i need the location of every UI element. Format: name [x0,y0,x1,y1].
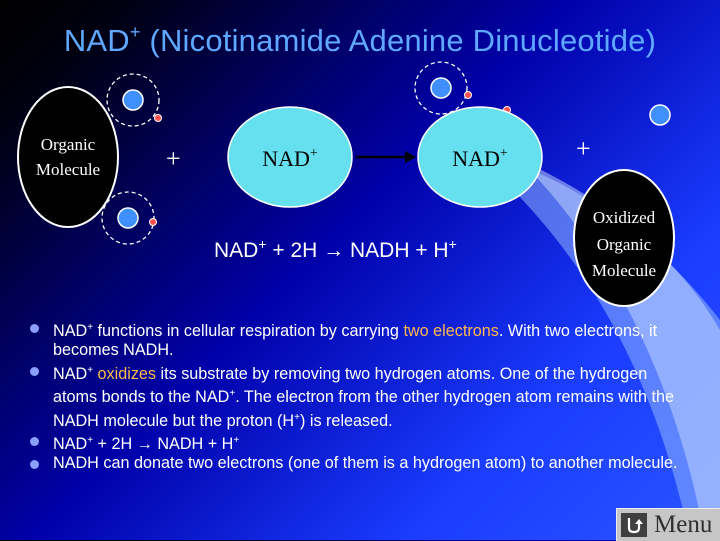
nad-ellipse-left [227,106,353,208]
return-arrow-icon [621,513,647,537]
bullet-item-2: NAD+ oxidizes its substrate by removing … [30,361,682,431]
nad-label-left: NAD+ [262,146,318,171]
bullet-dot-icon [30,437,39,447]
organic-molecule-ellipse [17,86,119,228]
slide-title: NAD+ (Nicotinamide Adenine Dinucleotide) [63,22,657,58]
hydrogen-atom-2 [101,191,157,245]
bullet-dot-icon [30,324,39,333]
nad-label-right: NAD+ [452,146,508,171]
reaction-equation: NAD+ + 2H → NADH + H+ [214,236,457,262]
free-electron [649,104,671,126]
reaction-arrowhead [405,151,416,163]
bullet-item-1: NAD+ functions in cellular respiration b… [30,318,682,361]
bullet-item-4: NADH can donate two electrons (one of th… [30,454,682,473]
plus-left: + [166,144,181,173]
bullet-list: NAD+ functions in cellular respiration b… [30,318,682,474]
bullet-dot-icon [30,366,39,376]
organic-molecule-label-1: Organic [41,135,96,154]
hydrogen-atom-3 [414,61,472,115]
bullet-item-3: NAD+ + 2H → NADH + H+ [30,431,682,454]
arrow-icon: → [323,239,345,262]
hydrogen-atom-1 [106,73,162,127]
plus-right: + [576,134,591,163]
menu-button[interactable]: Menu [616,508,720,541]
bullet-dot-icon [30,460,39,470]
nad-ellipse-right [417,106,543,208]
organic-molecule-label-2: Molecule [36,160,100,179]
menu-label: Menu [654,511,713,538]
oxidized-molecule-ellipse [573,169,675,307]
arrow-icon: → [136,435,153,454]
oxidized-molecule-label-3: Molecule [592,261,656,280]
oxidized-molecule-label-2: Organic [597,235,652,254]
oxidized-molecule-label-1: Oxidized [593,208,656,227]
